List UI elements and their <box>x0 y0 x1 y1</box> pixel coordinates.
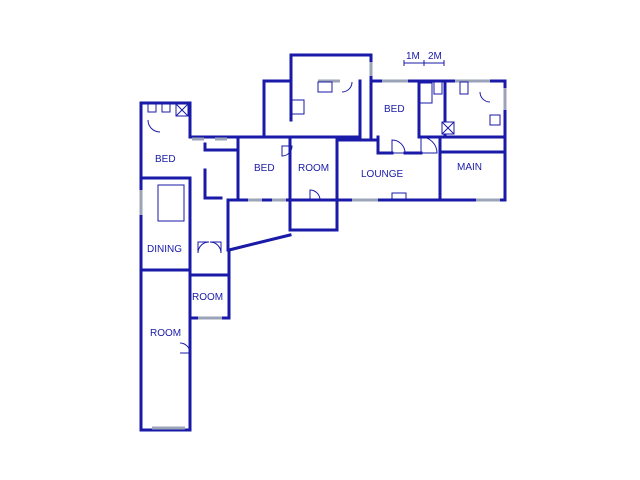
wall-bed-left-right <box>203 142 240 152</box>
kitchen-counter <box>157 184 185 222</box>
door-bath <box>479 91 491 103</box>
scale-label-2m: 2M <box>428 51 442 62</box>
door-bed-left <box>147 119 161 133</box>
door-bed-top <box>391 139 406 154</box>
basin-left <box>161 103 171 113</box>
walls <box>139 53 507 432</box>
wall-main-outer <box>438 79 507 202</box>
sink-kitchen <box>317 81 333 93</box>
room-label-small: ROOM <box>192 292 223 303</box>
door-main <box>420 136 438 154</box>
basin-main <box>489 114 501 126</box>
wall-kitchen-top <box>262 79 293 139</box>
stove-kitchen <box>291 99 305 115</box>
room-label-bed-left: BED <box>155 154 176 165</box>
toilet-main <box>459 81 469 95</box>
door-dining <box>197 241 210 254</box>
door-room-center <box>309 189 321 201</box>
bath-top <box>419 82 433 104</box>
toilet-left <box>147 103 157 113</box>
room-label-main: MAIN <box>457 162 482 173</box>
wall-left-wing-outer <box>139 101 192 432</box>
wall-bed-top-bottom <box>376 135 394 155</box>
room-label-bottom: ROOM <box>150 328 181 339</box>
door-bed-center <box>281 145 293 157</box>
room-label-bed-top: BED <box>384 104 405 115</box>
toilet-top <box>433 81 443 95</box>
fireplace-lounge <box>391 192 407 200</box>
scale-bar: 1M 2M <box>403 51 445 66</box>
fixtures <box>147 81 501 222</box>
scale-label-1m: 1M <box>406 51 420 62</box>
door-dining-2 <box>209 241 222 254</box>
room-label-dining: DINING <box>147 244 182 255</box>
room-label-room-center: ROOM <box>298 163 329 174</box>
room-label-lounge: LOUNGE <box>361 169 404 180</box>
room-label-bed-center: BED <box>254 163 275 174</box>
doors <box>147 81 491 354</box>
wall-diagonal <box>227 233 292 252</box>
door-kitchen <box>341 81 353 93</box>
windows <box>139 62 507 430</box>
wall-left-wing-right <box>139 268 192 432</box>
door-dining-left <box>179 342 191 354</box>
room-labels: BED DINING ROOM ROOM BED ROOM LOUNGE BED… <box>147 104 482 339</box>
wall-kitchen-step <box>289 53 373 83</box>
